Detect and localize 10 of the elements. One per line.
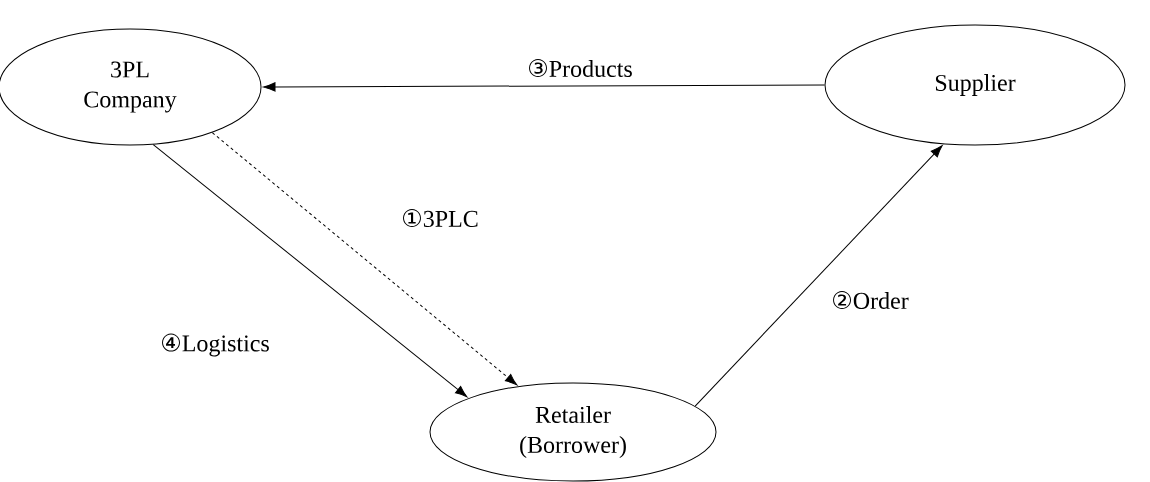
arrow — [152, 144, 468, 398]
ellipse-node: Supplier — [824, 24, 1126, 146]
arrow — [694, 145, 943, 407]
edge-label: ④Logistics — [159, 332, 271, 358]
edge-label: ③Products — [526, 58, 634, 78]
edge-label: ①3PLC — [400, 208, 480, 228]
arrow — [263, 82, 825, 92]
ellipse-node: Retailer (Borrower) — [429, 382, 717, 482]
edge-label: ②Order — [830, 290, 910, 310]
arrow — [211, 132, 518, 386]
